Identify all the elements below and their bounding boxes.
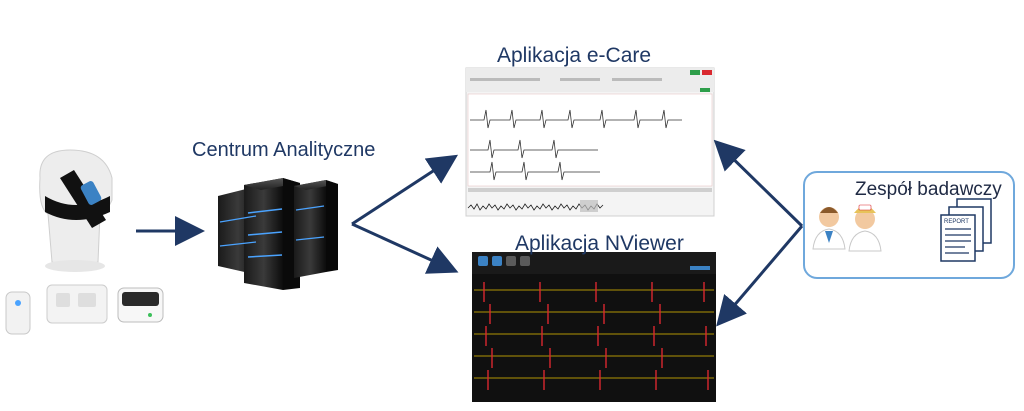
sensor-device-icon bbox=[5, 284, 164, 335]
arrow-team-to-ecare bbox=[713, 139, 804, 228]
doctor-icon bbox=[812, 207, 846, 250]
arrow-center-to-ecare bbox=[351, 154, 459, 226]
server-icon bbox=[218, 178, 338, 290]
nviewer-title: Aplikacja NViewer bbox=[515, 232, 684, 255]
nviewer-screenshot bbox=[472, 252, 716, 402]
nurse-icon bbox=[848, 204, 882, 252]
report-label: REPORT bbox=[944, 219, 969, 225]
team-icons: REPORT bbox=[812, 198, 992, 262]
ecare-screenshot bbox=[465, 67, 715, 217]
team-title: Zespół badawczy bbox=[855, 179, 1002, 200]
arrow-team-to-nviewer bbox=[716, 225, 804, 327]
ecare-title: Aplikacja e-Care bbox=[497, 44, 652, 67]
arrow-center-to-nviewer bbox=[351, 222, 459, 274]
report-stack-icon: REPORT bbox=[940, 198, 992, 262]
research-team-box: Zespół badawczy REPORT bbox=[803, 171, 1015, 279]
center-title: Centrum Analityczne bbox=[192, 139, 376, 161]
vest-device-icon bbox=[39, 149, 113, 272]
